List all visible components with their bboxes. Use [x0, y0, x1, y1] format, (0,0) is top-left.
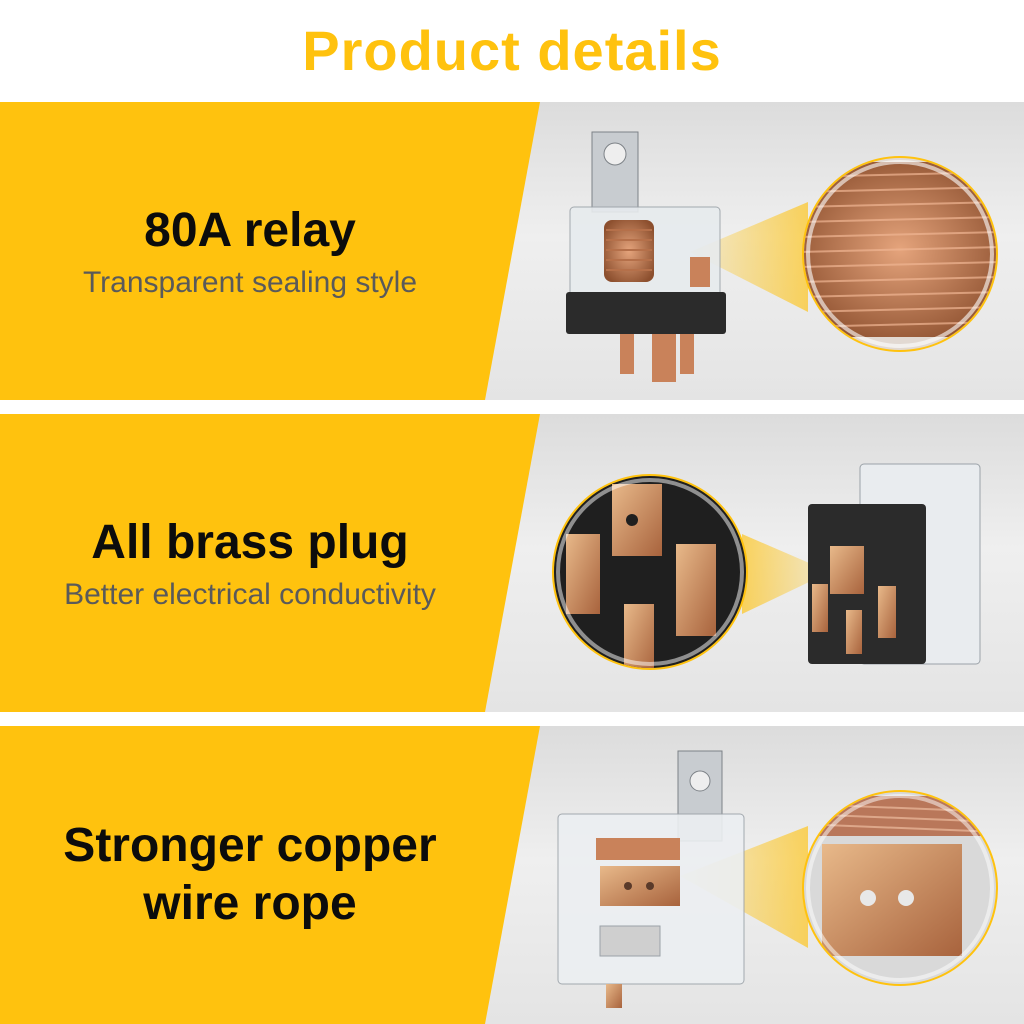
section-all-brass-plug: All brass plug Better electrical conduct… — [0, 414, 1024, 712]
relay-image — [566, 131, 726, 382]
relay-image — [557, 750, 745, 1008]
relay-coil-illustration — [566, 131, 998, 382]
rope-closeup — [802, 790, 998, 986]
section-80a-relay: 80A relay Transparent sealing style — [0, 102, 1024, 400]
copper-rope-illustration — [557, 750, 998, 1008]
zoom-beam — [690, 202, 808, 312]
plug-closeup — [552, 474, 748, 670]
yellow-banner — [0, 726, 540, 1024]
yellow-banner — [0, 102, 540, 400]
section-copper-wire-rope: Stronger copper wire rope — [0, 726, 1024, 1024]
section-heading: All brass plug — [91, 516, 409, 569]
brass-plug-illustration — [552, 463, 981, 670]
page-title: Product details — [302, 18, 722, 82]
section-heading: 80A relay — [144, 204, 356, 257]
section-heading-line1: Stronger copper — [63, 819, 437, 872]
relay-image — [808, 463, 981, 665]
section-subheading: Transparent sealing style — [82, 266, 418, 299]
yellow-banner — [0, 414, 540, 712]
section-heading-line2: wire rope — [143, 877, 357, 930]
zoom-beam — [742, 534, 830, 614]
section-subheading: Better electrical conductivity — [64, 578, 436, 611]
coil-closeup — [802, 156, 998, 352]
